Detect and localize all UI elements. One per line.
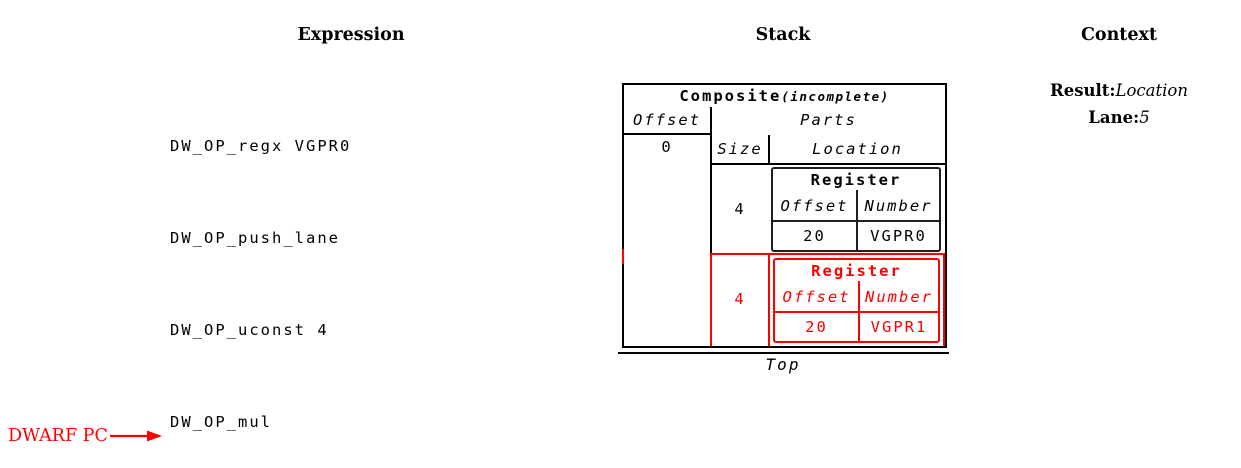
composite-title: Composite bbox=[679, 87, 782, 105]
context-lane-label: Lane: bbox=[1088, 108, 1140, 127]
size-location-underline bbox=[710, 163, 945, 165]
part2-size-location-divider bbox=[768, 255, 770, 346]
composite-qualifier: (incomplete) bbox=[781, 88, 890, 104]
part2-left-border-tick bbox=[622, 249, 624, 264]
dwarf-pc-arrow-icon bbox=[109, 430, 162, 442]
composite-header: Composite(incomplete) bbox=[624, 85, 945, 107]
stack-composite-table: Composite(incomplete) Offset 0 Parts Siz… bbox=[622, 83, 947, 348]
expression-op: DW_OP_regx VGPR0 bbox=[170, 137, 352, 156]
parts-size-header: Size bbox=[717, 140, 763, 158]
composite-parts-header: Parts bbox=[800, 111, 857, 129]
composite-offset-header: Offset bbox=[633, 111, 701, 129]
part1-register-offset-value: 20 bbox=[803, 227, 826, 245]
stack-column-title: Stack bbox=[755, 25, 811, 45]
part1-register-number-value: VGPR0 bbox=[870, 227, 927, 245]
part2-highlight-outline bbox=[710, 253, 945, 346]
expression-op: DW_OP_push_lane bbox=[170, 229, 340, 248]
size-location-divider bbox=[768, 135, 770, 165]
part1-register-offset-header: Offset bbox=[780, 196, 849, 215]
context-column-title: Context bbox=[1080, 25, 1158, 45]
expression-op-list: DW_OP_regx VGPR0 DW_OP_push_lane DW_OP_u… bbox=[170, 70, 351, 468]
expression-op: DW_OP_mul bbox=[170, 413, 272, 432]
part2-register-table: Register Offset Number 20 VGPR1 bbox=[773, 258, 940, 343]
composite-offset-value: 0 bbox=[661, 138, 673, 156]
part1-register-table: Register Offset Number 20 VGPR0 bbox=[771, 167, 941, 252]
part2-register-number-header: Number bbox=[865, 287, 933, 306]
stack-top-rule bbox=[618, 352, 949, 354]
parts-location-header: Location bbox=[812, 140, 903, 158]
offset-parts-divider bbox=[710, 107, 712, 253]
stack-top-label: Top bbox=[765, 355, 801, 374]
part1-register-title: Register bbox=[810, 170, 902, 189]
part1-register-header-underline bbox=[773, 220, 939, 222]
dwarf-pc-label: DWARF PC bbox=[8, 426, 108, 446]
expression-op: DW_OP_uconst 4 bbox=[170, 321, 329, 340]
expression-column-title: Expression bbox=[297, 25, 405, 45]
part2-size-value: 4 bbox=[734, 290, 746, 308]
part2-register-number-value: VGPR1 bbox=[870, 318, 928, 336]
dwarf-pc-pointer: DWARF PC bbox=[8, 426, 162, 446]
offset-header-underline bbox=[624, 133, 712, 135]
part2-register-offset-header: Offset bbox=[782, 287, 851, 306]
context-lane-value: 5 bbox=[1139, 108, 1150, 127]
part2-register-offset-value: 20 bbox=[805, 318, 828, 336]
context-result-label: Result: bbox=[1050, 81, 1116, 100]
part2-register-header-underline bbox=[775, 311, 938, 313]
part1-register-number-header: Number bbox=[864, 196, 933, 215]
part1-size-value: 4 bbox=[734, 200, 746, 218]
context-result-value: Location bbox=[1115, 81, 1188, 100]
part2-register-title: Register bbox=[811, 261, 902, 280]
context-lane-line: Lane:5 bbox=[1014, 108, 1224, 127]
context-result-line: Result:Location bbox=[1014, 81, 1224, 100]
